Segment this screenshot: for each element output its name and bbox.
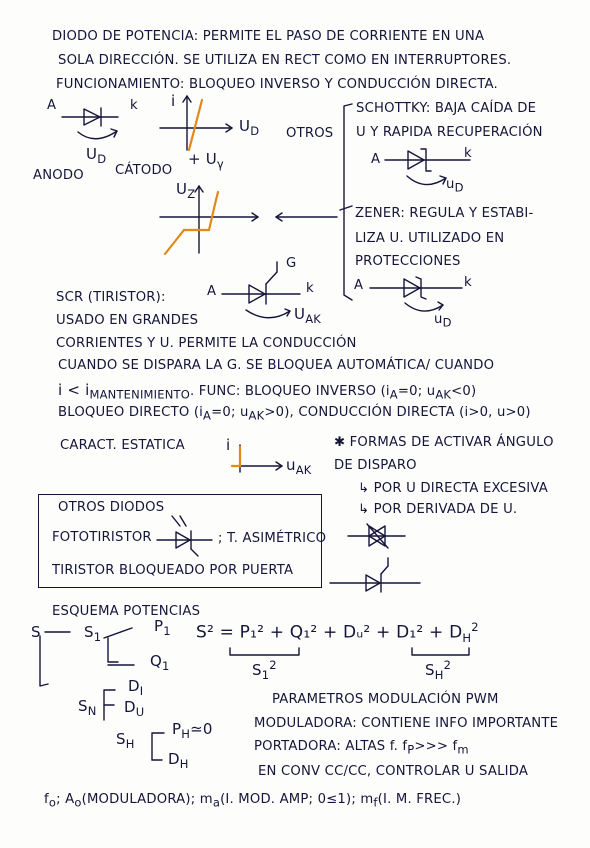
pwm-line-1: MODULADORA: CONTIENE INFO IMPORTANTE — [254, 716, 559, 731]
pwm-line-3: EN CONV CC/CC, CONTROLAR U SALIDA — [258, 764, 529, 779]
zener-symbol — [369, 276, 463, 312]
diode-symbol — [61, 107, 119, 140]
formas-4: ↳ POR DERIVADA DE U. — [358, 502, 518, 517]
gto-label: TIRISTOR BLOQUEADO POR PUERTA — [52, 563, 294, 578]
otros-label: OTROS — [286, 126, 334, 141]
pwm-title: PARAMETROS MODULACIÓN PWM — [272, 692, 499, 707]
header-line-1: DIODO DE POTENCIA: PERMITE EL PASO DE CO… — [52, 29, 485, 44]
caract-i: i — [226, 436, 231, 454]
power-p1: P1 — [154, 617, 171, 638]
schottky-a: A — [371, 152, 381, 167]
iv-i: i — [171, 92, 176, 110]
formas-1: ✱ FORMAS DE ACTIVAR ÁNGULO — [334, 435, 554, 450]
power-q1: Q1 — [150, 652, 170, 673]
schottky-symbol — [384, 148, 471, 186]
fototiristor-label: FOTOTIRISTOR — [52, 530, 152, 545]
schottky-line-1: SCHOTTKY: BAJA CAÍDA DE — [356, 101, 537, 116]
pwm-line-4: fo; Ao(MODULADORA); ma(I. MOD. AMP; 0≤1)… — [44, 792, 462, 810]
power-equation: S² = P₁² + Q₁² + Dᵤ² + D₁² + DH2 — [196, 620, 479, 646]
zener-line-1: ZENER: REGULA Y ESTABI- — [355, 206, 534, 221]
scr-line-5: BLOQUEO DIRECTO (iA=0; uAK>0), CONDUCCIÓ… — [58, 405, 531, 423]
otros-brace — [343, 103, 353, 301]
schottky-line-2: U Y RAPIDA RECUPERACIÓN — [356, 125, 543, 140]
scr-title: SCR (TIRISTOR): — [56, 290, 166, 305]
otros-diodos-box — [38, 494, 322, 588]
asymmetric-thyristor-symbol — [347, 523, 406, 549]
formas-3: ↳ POR U DIRECTA EXCESIVA — [358, 481, 548, 496]
diode-a: A — [47, 98, 57, 113]
zener-u: uD — [434, 312, 452, 330]
scr-symbol — [221, 261, 301, 319]
header-line-3: FUNCIONAMIENTO: BLOQUEO INVERSO Y CONDUC… — [56, 77, 498, 92]
power-s1: S1 — [84, 623, 102, 644]
diode-k: k — [130, 98, 138, 113]
power-sh: SH — [116, 730, 135, 751]
power-di: DI — [128, 677, 144, 698]
scr-uak: UAK — [294, 305, 321, 326]
iv-vy: + Uγ — [188, 150, 224, 171]
zener-a: A — [354, 278, 364, 293]
caract-estatica: CARACT. ESTATICA — [60, 438, 185, 453]
power-dh: DH — [168, 750, 189, 771]
sh-squared: SH2 — [425, 658, 452, 682]
diode-iv-curve — [159, 95, 233, 152]
zener-iv-curve — [159, 185, 259, 256]
scr-line-4: i < iMANTENIMIENTO. FUNC: BLOQUEO INVERS… — [58, 381, 477, 402]
zener-line-2: LIZA U. UTILIZADO EN — [355, 231, 505, 246]
power-tree — [39, 627, 470, 761]
anodo-label: ANODO — [33, 168, 84, 183]
iv-vz: UZ — [176, 180, 196, 201]
zener-line-3: PROTECCIONES — [355, 254, 461, 269]
schottky-k: k — [464, 146, 472, 161]
schottky-u: uD — [446, 177, 464, 195]
power-sn: SN — [78, 697, 97, 718]
scr-static-curve — [230, 444, 283, 473]
s1-squared: S12 — [252, 658, 277, 682]
scr-g: G — [286, 256, 297, 271]
gto-symbol — [329, 557, 421, 593]
power-s: S — [31, 623, 41, 641]
scr-line-1: USADO EN GRANDES — [56, 313, 199, 328]
power-dv: DU — [124, 698, 145, 719]
header-line-2: SOLA DIRECCIÓN. SE UTILIZA EN RECT COMO … — [58, 53, 512, 68]
diode-vd: UD — [86, 145, 107, 166]
phototiristor-symbol — [156, 515, 213, 557]
scr-line-2: CORRIENTES Y U. PERMITE LA CONDUCCIÓN — [56, 336, 357, 351]
caract-u: uAK — [286, 456, 312, 477]
pwm-line-2: PORTADORA: ALTAS f. fP>>> fm — [254, 739, 469, 757]
scr-k: k — [306, 281, 314, 296]
formas-2: DE DISPARO — [334, 458, 417, 473]
power-title: ESQUEMA POTENCIAS — [52, 604, 201, 619]
asimetrico-label: ; T. ASIMÉTRICO — [218, 531, 327, 546]
power-ph: PH≃0 — [172, 720, 213, 741]
iv-vo: UD — [239, 117, 260, 138]
zener-k: k — [464, 275, 472, 290]
box-title: OTROS DIODOS — [58, 500, 165, 515]
scr-line-3: CUANDO SE DISPARA LA G. SE BLOQUEA AUTOM… — [58, 358, 495, 373]
catodo-label: CÁTODO — [115, 163, 173, 178]
scr-a: A — [207, 284, 217, 299]
